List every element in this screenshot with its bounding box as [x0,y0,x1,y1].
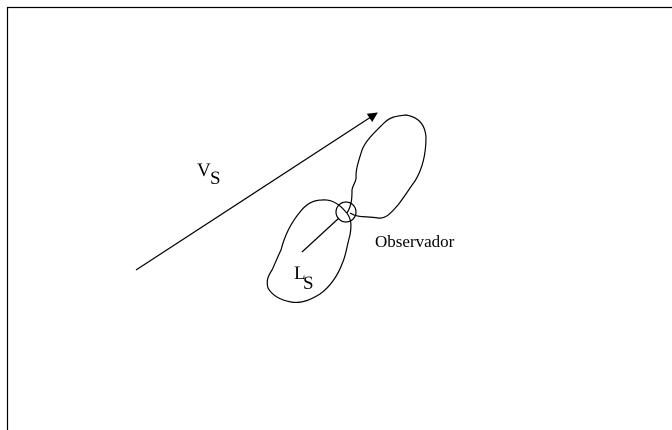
observer-label: Observador [375,232,455,251]
velocity-label-subscript: S [210,168,221,189]
length-label-main: L [294,263,306,284]
velocity-label: V S [197,160,221,189]
length-label: L S [294,263,314,294]
observer-marker [335,201,357,223]
velocity-label-main: V [197,160,211,181]
upper-eddy-blob [346,114,427,219]
length-scale-line [301,217,340,253]
outer-frame [6,6,672,430]
length-label-subscript: S [303,273,314,294]
velocity-arrow [135,112,378,271]
lower-eddy-blob [266,199,352,304]
